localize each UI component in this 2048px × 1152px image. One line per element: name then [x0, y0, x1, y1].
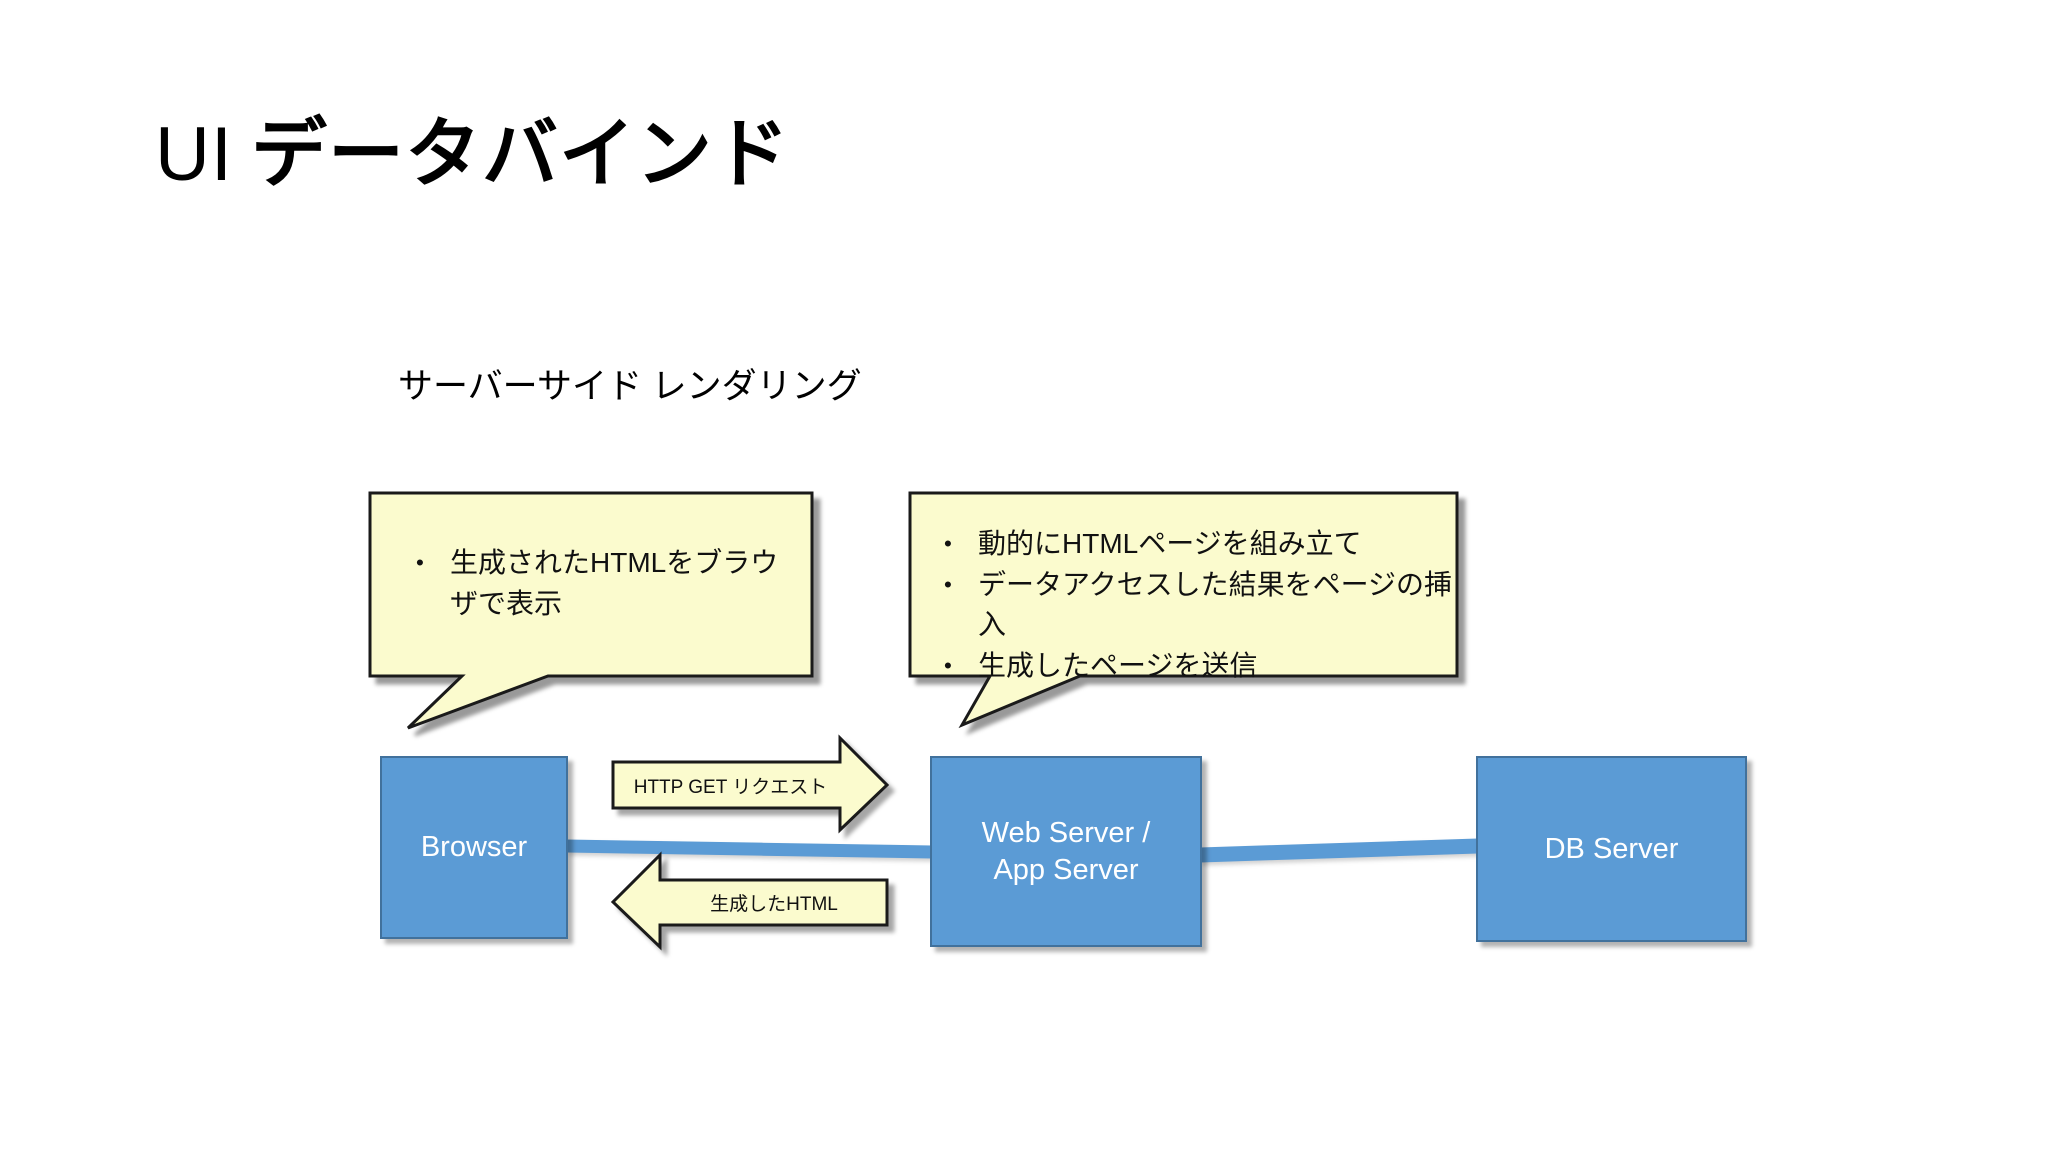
- node-browser-label: Browser: [420, 831, 528, 864]
- callout-bullet: データアクセスした結果をページの挿入: [938, 565, 1458, 646]
- node-db-server: DB Server: [1476, 756, 1747, 942]
- callout-bullet: 動的にHTMLページを組み立て: [938, 524, 1458, 565]
- response-arrow: [610, 851, 889, 951]
- node-browser: Browser: [380, 756, 568, 939]
- request-arrow-label: HTTP GET リクエスト: [633, 777, 828, 798]
- callout-left-text: 生成されたHTMLをブラウザで表示: [410, 543, 802, 624]
- node-db-server-label: DB Server: [1544, 832, 1679, 865]
- title-latin: UI: [155, 112, 233, 197]
- node-web-server: Web Server / App Server: [930, 756, 1202, 947]
- node-web-server-label-line1: Web Server /: [981, 817, 1151, 850]
- title-japanese: データバインド: [251, 112, 790, 197]
- response-arrow-label: 生成したHTML: [710, 894, 838, 915]
- diagram-subtitle: サーバーサイド レンダリング: [398, 367, 862, 406]
- request-arrow: [611, 734, 890, 834]
- node-web-server-label-line2: App Server: [993, 853, 1139, 886]
- callout-bullet: 生成されたHTMLをブラウザで表示: [410, 543, 802, 624]
- connector-webserver-dbserver: [1199, 838, 1479, 863]
- callout-right-text: 動的にHTMLページを組み立て データアクセスした結果をページの挿入 生成したペ…: [938, 524, 1458, 686]
- connector-browser-webserver: [566, 839, 933, 859]
- callout-bullet: 生成したページを送信: [938, 646, 1458, 687]
